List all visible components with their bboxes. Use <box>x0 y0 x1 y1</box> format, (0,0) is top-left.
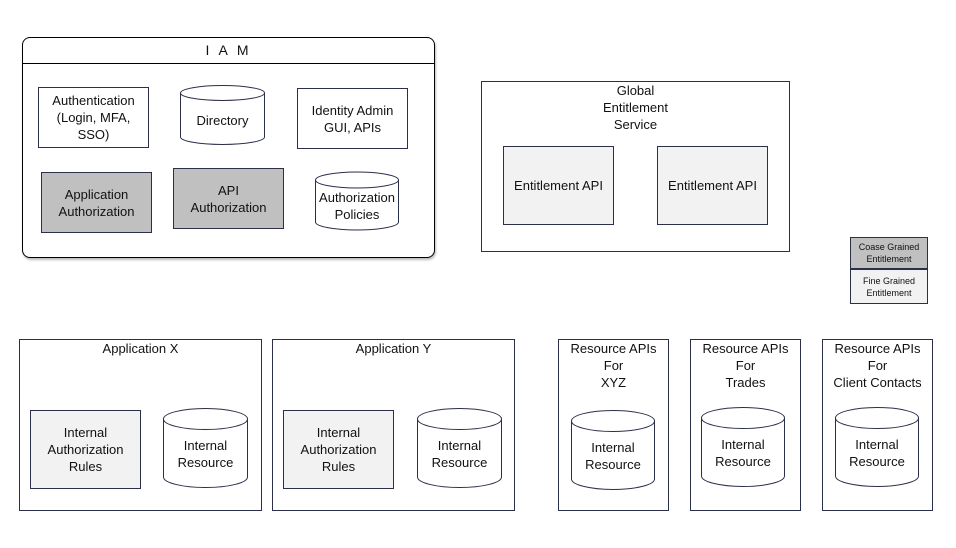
application-x-title: Application X <box>102 341 179 356</box>
resource-apis-xyz-title: Resource APIs For XYZ <box>570 341 657 390</box>
application-y-resource-cylinder: Internal Resource <box>417 408 502 488</box>
resource-client-contacts-shape <box>835 407 919 487</box>
directory-cylinder-shape <box>180 85 265 145</box>
iam-title: I A M <box>23 38 434 64</box>
legend-coarse-grained: Coase Grained Entitlement <box>850 237 928 269</box>
application-x-rules: Internal Authorization Rules <box>30 410 141 489</box>
resource-client-contacts-label: Internal Resource <box>849 437 905 469</box>
directory-label: Directory <box>196 112 249 128</box>
authentication-box: Authentication (Login, MFA, SSO) <box>38 87 149 148</box>
resource-trades-label: Internal Resource <box>715 437 771 469</box>
application-authorization-box: Application Authorization <box>41 172 152 233</box>
application-y-rules: Internal Authorization Rules <box>283 410 394 489</box>
application-x-resource-cylinder: Internal Resource <box>163 408 248 488</box>
resource-apis-client-contacts-title: Resource APIs For Client Contacts <box>833 341 922 390</box>
legend-fine-grained: Fine Grained Entitlement <box>850 269 928 304</box>
resource-xyz-label: Internal Resource <box>585 440 641 472</box>
directory-cylinder: Directory <box>180 85 265 145</box>
entitlement-api-2: Entitlement API <box>657 146 768 225</box>
resource-xyz-shape <box>571 410 655 490</box>
resource-apis-trades-title: Resource APIs For Trades <box>702 341 789 390</box>
identity-admin-box: Identity Admin GUI, APIs <box>297 88 408 149</box>
resource-client-contacts-cylinder: Internal Resource <box>835 407 919 487</box>
application-y-resource-shape <box>417 408 502 488</box>
global-entitlement-title: Global Entitlement Service <box>602 83 669 132</box>
application-y-resource-label: Internal Resource <box>431 438 488 470</box>
authorization-policies-cylinder-shape <box>315 171 399 231</box>
resource-trades-cylinder: Internal Resource <box>701 407 785 487</box>
entitlement-api-1: Entitlement API <box>503 146 614 225</box>
authorization-policies-cylinder: Authorization Policies <box>315 171 399 231</box>
application-x-resource-shape <box>163 408 248 488</box>
application-y-title: Application Y <box>355 341 432 356</box>
authorization-policies-label: Authorization Policies <box>319 190 395 222</box>
resource-xyz-cylinder: Internal Resource <box>571 410 655 490</box>
resource-trades-shape <box>701 407 785 487</box>
api-authorization-box: API Authorization <box>173 168 284 229</box>
application-x-resource-label: Internal Resource <box>177 438 234 470</box>
